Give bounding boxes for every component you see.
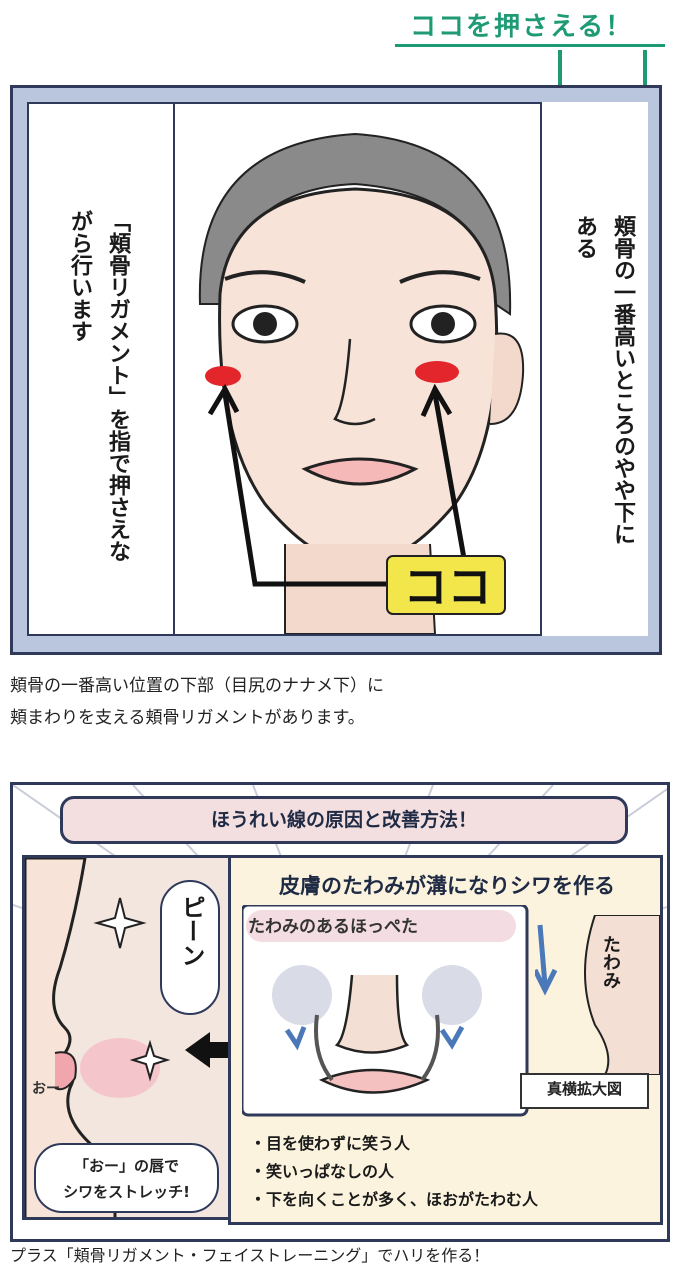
instruction-text: 「頬骨リガメント」を指で押さえながら行います <box>67 210 130 562</box>
speech-line-1: 「おー」の唇で <box>73 1157 179 1175</box>
side-zoom-illustration <box>535 915 660 1075</box>
caption-1-line-1: 頬骨の一番高い位置の下部（目尻のナナメ下）に <box>10 676 384 696</box>
stretch-speech-bubble: 「おー」の唇で シワをストレッチ! <box>34 1143 219 1213</box>
speech-line-2: シワをストレッチ! <box>63 1183 190 1201</box>
profile-illustration <box>25 858 171 1217</box>
face-illustration <box>175 104 540 634</box>
panel1-left-column <box>27 102 175 636</box>
left-arrow-icon <box>185 1032 248 1068</box>
panel2-title: ほうれい線の原因と改善方法！ <box>60 796 628 844</box>
zoom-view-label: 真横拡大図 <box>520 1073 649 1109</box>
cause-heading: 皮膚のたわみが溝になりシワを作る <box>279 874 615 898</box>
caption-1-line-2: 頬まわりを支える頬骨リガメントがあります。 <box>10 708 365 728</box>
panel1-right-column <box>540 102 648 636</box>
pi-text: ピーン <box>177 895 205 967</box>
tawami-label: たわみ <box>600 935 621 989</box>
tag-underline <box>395 44 665 47</box>
list-item: ・下を向くことが多く、ほおがたわむ人 <box>250 1190 539 1209</box>
location-text: 頬骨の一番高いところのやや下にある <box>572 215 635 545</box>
pi-speech-bubble <box>160 880 220 1015</box>
section-tag: ココを押さえる！ <box>410 12 634 42</box>
caption-2: プラス「頬骨リガメント・フェイストレーニング」でハリを作る！ <box>10 1246 490 1265</box>
cause-list: ・目を使わずに笑う人 ・笑いっぱなしの人 ・下を向くことが多く、ほおがたわむ人 <box>250 1130 538 1214</box>
list-item: ・目を使わずに笑う人 <box>250 1134 411 1153</box>
koko-label: ココ <box>403 562 492 613</box>
list-item: ・笑いっぱなしの人 <box>250 1162 395 1181</box>
oo-sound-label: おー <box>32 1081 60 1097</box>
sagging-cheek-label: たわみのあるほっぺた <box>248 917 418 937</box>
cheek-illustration <box>242 905 529 1117</box>
caption-1: 頬骨の一番高い位置の下部（目尻のナナメ下）に 頬まわりを支える頬骨リガメントがあ… <box>10 670 670 734</box>
